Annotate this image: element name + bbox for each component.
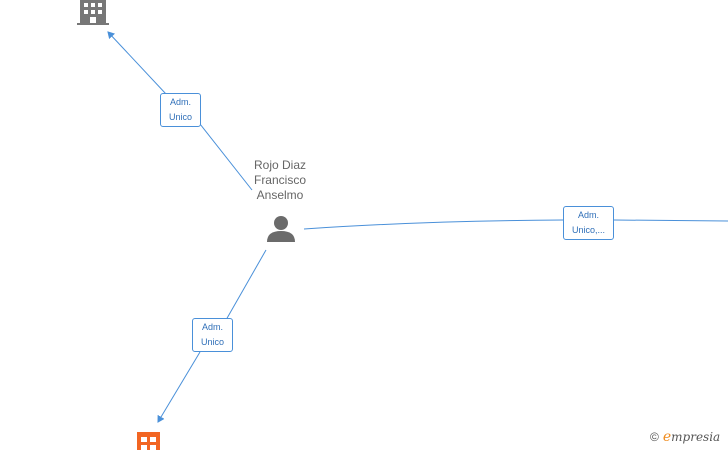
- building-icon[interactable]: [137, 432, 160, 450]
- edge-label-line: Adm.: [169, 97, 191, 107]
- edge-label-line: Unico: [200, 337, 224, 347]
- person-name[interactable]: Rojo Diaz Francisco Anselmo: [230, 158, 330, 203]
- edge-label-line: Adm.: [201, 322, 223, 332]
- edge-line-bottom: [158, 249, 267, 422]
- edge-label-bottom[interactable]: Adm. Unico: [192, 318, 233, 352]
- edge-line-right: [303, 219, 728, 230]
- person-icon[interactable]: [267, 216, 295, 242]
- person-name-line: Francisco: [253, 173, 306, 187]
- edge-label-line: Adm.: [577, 210, 599, 220]
- copyright-icon: ©: [650, 430, 659, 444]
- edge-label-line: Unico: [168, 112, 192, 122]
- brand-logo: empresia: [663, 429, 720, 445]
- brand-initial: e: [662, 429, 672, 445]
- watermark: © empresia: [650, 429, 720, 445]
- brand-rest: mpresia: [671, 430, 721, 444]
- edge-label-top[interactable]: Adm. Unico: [160, 93, 201, 127]
- edge-label-line: Unico,...: [571, 225, 605, 235]
- building-icon[interactable]: [77, 0, 109, 25]
- edge-line-top: [108, 32, 253, 191]
- edge-label-right[interactable]: Adm. Unico,...: [563, 206, 614, 240]
- person-name-line: Anselmo: [256, 188, 304, 202]
- person-name-line: Rojo Diaz: [253, 158, 307, 172]
